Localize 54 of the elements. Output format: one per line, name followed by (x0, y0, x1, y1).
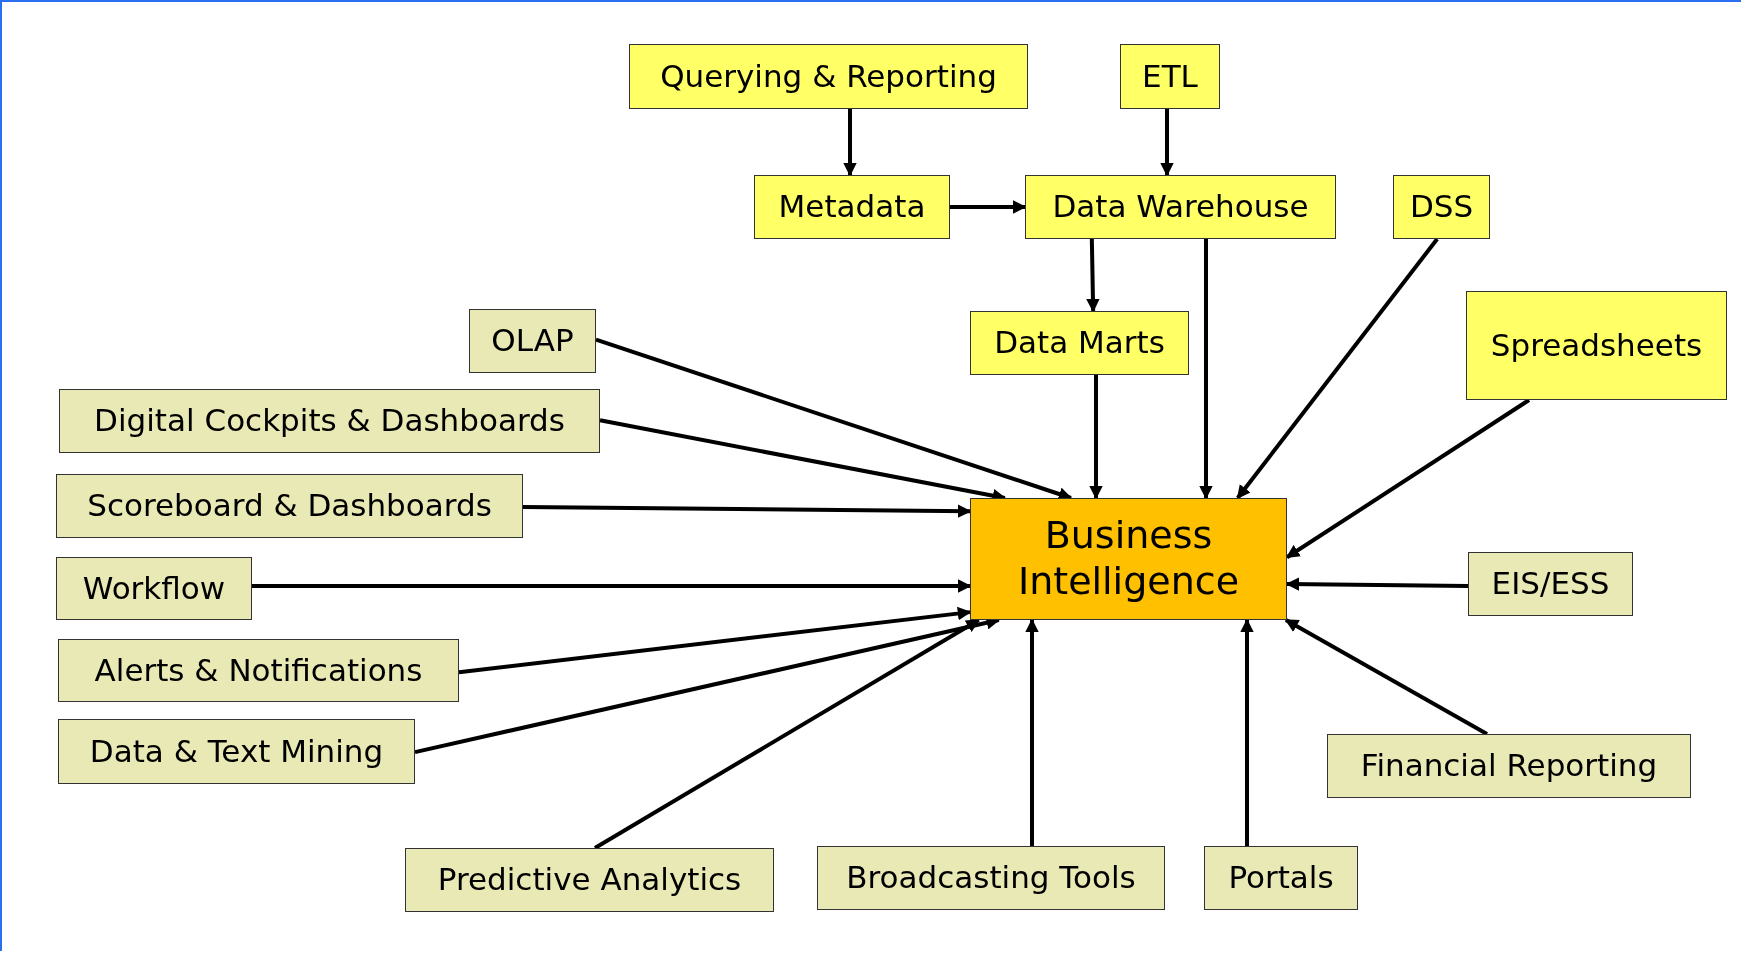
component-box (970, 311, 1189, 375)
component-box (56, 474, 523, 538)
box-label: Metadata (778, 188, 926, 226)
box-label: Scoreboard & Dashboards (87, 487, 492, 525)
box-label: Broadcasting Tools (846, 859, 1136, 897)
component-box (1393, 175, 1490, 239)
box-label: Financial Reporting (1360, 747, 1658, 785)
component-box (1327, 734, 1691, 798)
component-box (629, 44, 1028, 109)
arrow (1199, 239, 1213, 500)
box-label: DSS (1409, 188, 1474, 226)
arrow (1160, 109, 1174, 177)
box-label: Alerts & Notifications (94, 651, 423, 690)
box-label: ETL (1142, 57, 1198, 96)
component-box (58, 719, 415, 784)
box-label: Data & Text Mining (89, 732, 384, 771)
arrow (1240, 618, 1254, 846)
arrow (1285, 398, 1531, 559)
arrow (1285, 577, 1469, 591)
component-box (817, 846, 1165, 910)
component-box (58, 639, 459, 702)
box-label: Querying & Reporting (660, 57, 997, 96)
box-label: EIS/ESS (1491, 565, 1610, 603)
arrow (843, 109, 857, 177)
arrow (1025, 618, 1039, 846)
arrow (252, 579, 972, 593)
component-box (1204, 846, 1358, 910)
arrow (1284, 618, 1488, 736)
arrow (1089, 375, 1103, 500)
arrow (1236, 237, 1439, 500)
arrow (458, 606, 972, 675)
arrow (950, 200, 1027, 214)
component-box (754, 175, 950, 239)
box-label: Digital Cockpits & Dashboards (94, 402, 565, 440)
component-box (469, 309, 596, 373)
component-box (59, 389, 600, 453)
component-box (1468, 552, 1633, 616)
box-label: Workflow (82, 569, 226, 608)
box-label: Data Warehouse (1052, 188, 1309, 226)
box-label: OLAP (491, 322, 574, 360)
arrow (1086, 238, 1100, 313)
central-box (970, 498, 1287, 620)
component-box (1120, 44, 1220, 109)
arrow (593, 618, 980, 850)
arrow (522, 504, 972, 518)
box-label: Predictive Analytics (437, 861, 742, 899)
component-box (56, 557, 252, 620)
box-label: Portals (1228, 859, 1334, 897)
component-box (1025, 175, 1336, 239)
box-label: Spreadsheets (1490, 326, 1703, 365)
component-box (1466, 291, 1727, 400)
box-label: Business Intelligence (1016, 513, 1241, 605)
component-box (405, 848, 774, 912)
box-label: Data Marts (994, 324, 1165, 362)
